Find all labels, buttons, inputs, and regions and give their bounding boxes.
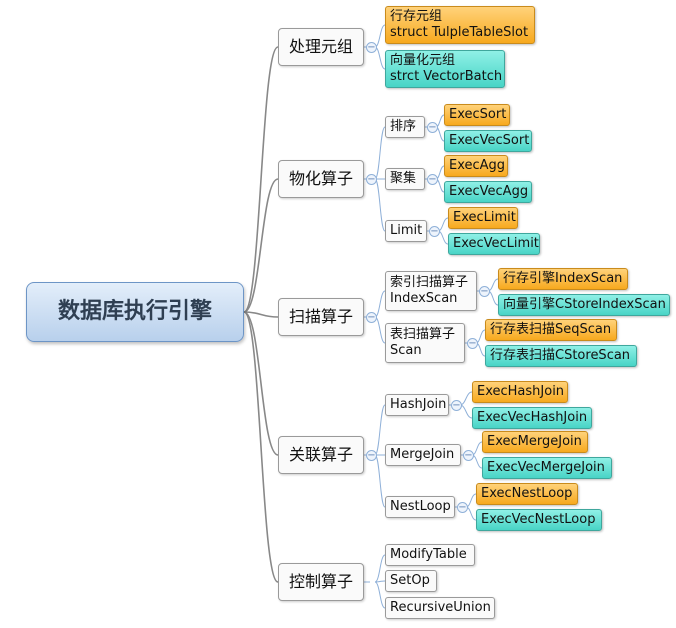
collapse-toggle-icon[interactable]: − [479,286,490,297]
branch-processing-tuples[interactable]: 处理元组 [278,28,364,66]
leaf-execvecmergejoin[interactable]: ExecVecMergeJoin [482,457,612,479]
leaf-execvecsort[interactable]: ExecVecSort [444,130,532,152]
leaf-execnestloop[interactable]: ExecNestLoop [476,483,578,505]
leaf-row-tuple[interactable]: 行存元组 struct TulpleTableSlot [385,6,535,44]
connector-line-1 [243,178,279,313]
sub-line: 表扫描算子 [390,326,456,342]
branch-scan-operators[interactable]: 扫描算子 [278,298,364,336]
leaf-line: struct TulpleTableSlot [390,25,529,40]
branch-join-operators[interactable]: 关联算子 [278,436,364,474]
leaf-execsort[interactable]: ExecSort [444,104,510,126]
sub-modifytable[interactable]: ModifyTable [385,544,475,566]
sub-index-scan[interactable]: 索引扫描算子 IndexScan [385,271,477,311]
connector-line-45 [374,580,386,583]
connector-line-6 [374,24,386,48]
root-node[interactable]: 数据库执行引擎 [26,282,244,342]
connector-line-31 [374,404,386,456]
connector-line-33 [374,454,386,508]
connector-line-23 [374,316,386,344]
sub-nestloop[interactable]: NestLoop [385,496,455,518]
leaf-seqscan[interactable]: 行存表扫描SeqScan [485,319,617,341]
collapse-toggle-icon[interactable]: − [427,174,438,185]
collapse-toggle-icon[interactable]: − [429,226,440,237]
collapse-toggle-icon[interactable]: − [457,502,468,513]
sub-sort[interactable]: 排序 [385,116,425,138]
sub-agg[interactable]: 聚集 [385,168,425,190]
leaf-row-indexscan[interactable]: 行存引擎IndexScan [498,268,628,290]
leaf-execmergejoin[interactable]: ExecMergeJoin [482,431,588,453]
leaf-cstorescan[interactable]: 行存表扫描CStoreScan [485,345,637,367]
sub-line: Scan [390,343,422,358]
sub-setop[interactable]: SetOp [385,570,437,592]
connector-line-3 [243,311,279,456]
connector-line-4 [243,311,279,583]
sub-limit[interactable]: Limit [385,220,427,242]
connector-line-11 [374,178,386,232]
connector-line-2 [243,311,279,318]
collapse-toggle-icon[interactable]: − [366,312,377,323]
collapse-toggle-icon[interactable]: − [467,338,478,349]
sub-line: 索引扫描算子 [390,274,469,290]
leaf-execlimit[interactable]: ExecLimit [448,207,518,229]
collapse-toggle-icon[interactable]: − [366,450,377,461]
collapse-toggle-icon[interactable]: − [366,42,377,53]
collapse-toggle-icon[interactable]: − [366,174,377,185]
collapse-toggle-icon[interactable]: − [451,400,462,411]
leaf-execvecagg[interactable]: ExecVecAgg [444,181,532,203]
sub-recursiveunion[interactable]: RecursiveUnion [385,597,495,619]
leaf-line: 行存元组 [390,8,443,24]
sub-table-scan[interactable]: 表扫描算子 Scan [385,323,465,363]
collapse-toggle-icon[interactable]: − [427,122,438,133]
collapse-toggle-icon[interactable]: − [463,450,474,461]
connector-line-7 [374,46,386,70]
leaf-vector-tuple[interactable]: 向量化元组 strct VectorBatch [385,50,505,88]
connector-line-46 [374,581,386,609]
leaf-execagg[interactable]: ExecAgg [444,155,508,177]
connector-line-44 [374,554,386,583]
leaf-line: strct VectorBatch [390,69,503,84]
leaf-execveclimit[interactable]: ExecVecLimit [448,233,540,255]
branch-materialize-operators[interactable]: 物化算子 [278,160,364,198]
sub-hashjoin[interactable]: HashJoin [385,394,449,416]
branch-control-operators[interactable]: 控制算子 [278,563,364,601]
leaf-exechashjoin[interactable]: ExecHashJoin [472,381,568,403]
connector-line-0 [243,46,279,313]
connector-line-22 [374,290,386,318]
leaf-line: 向量化元组 [390,52,456,68]
sub-line: IndexScan [390,291,458,306]
leaf-cstore-indexscan[interactable]: 向量引擎CStoreIndexScan [498,294,670,316]
leaf-execvechashjoin[interactable]: ExecVecHashJoin [472,407,592,429]
connector-line-9 [374,126,386,180]
leaf-execvecnestloop[interactable]: ExecVecNestLoop [476,509,602,531]
sub-mergejoin[interactable]: MergeJoin [385,444,461,466]
